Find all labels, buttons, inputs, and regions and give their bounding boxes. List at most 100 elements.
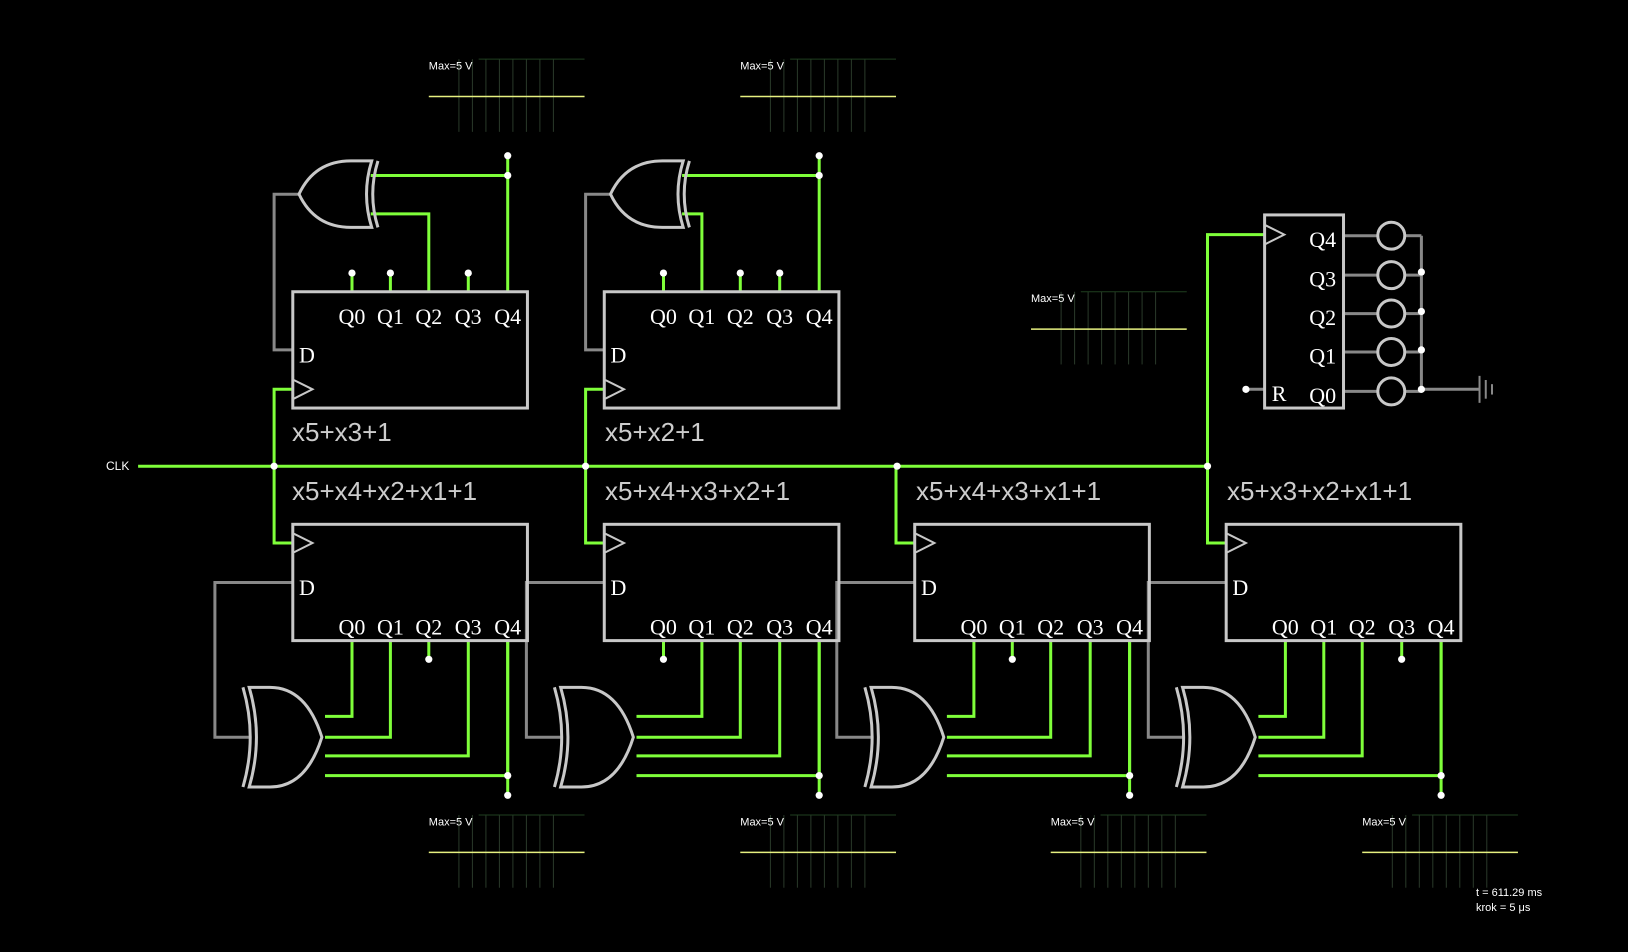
scope-max-label: Max=5 V <box>429 816 473 828</box>
xor-gate <box>1180 685 1257 789</box>
junction-dot <box>1417 268 1425 276</box>
junction-dot <box>1417 385 1425 393</box>
junction-dot <box>893 462 901 470</box>
pin-q2: Q2 <box>1037 614 1064 639</box>
xor-gate <box>247 685 324 789</box>
pin-q2: Q2 <box>415 304 442 329</box>
tap-to-gate <box>636 640 742 739</box>
junction-dot <box>1398 655 1406 663</box>
register-polynomial-6: x5+x3+x2+x1+1 <box>1227 476 1412 506</box>
xor-gate-back <box>552 686 564 788</box>
pin-q0: Q0 <box>650 614 677 639</box>
pin-q2: Q2 <box>1349 614 1376 639</box>
xor-gate <box>297 159 374 229</box>
pin-q0: Q0 <box>339 304 366 329</box>
tap-to-gate <box>1258 640 1364 758</box>
pin-q4: Q4 <box>1116 614 1143 639</box>
junction-dot <box>504 791 512 799</box>
feedback-wire <box>213 581 293 739</box>
led-indicator <box>1376 336 1407 367</box>
pin-q2: Q2 <box>1309 305 1336 330</box>
clock-branch <box>584 466 605 545</box>
pin-q4: Q4 <box>806 304 833 329</box>
junction-dot <box>1008 655 1016 663</box>
junction-dot <box>1242 385 1250 393</box>
xor-gate-back <box>863 686 874 788</box>
feedback-wire <box>835 581 915 739</box>
pin-d: D <box>299 342 315 367</box>
clock-branch <box>584 387 605 467</box>
scope-max-label: Max=5 V <box>1362 816 1406 828</box>
feedback-wire <box>1146 581 1227 739</box>
register-polynomial-3: x5+x4+x2+x1+1 <box>292 476 477 506</box>
pin-q4: Q4 <box>494 614 521 639</box>
shift-register <box>602 290 841 410</box>
junction-dot <box>659 269 668 277</box>
clock-input-triangle <box>293 532 315 554</box>
scope-4: Max=5 V <box>428 814 585 888</box>
register-polynomial-4: x5+x4+x3+x2+1 <box>605 476 790 506</box>
pin-q1: Q1 <box>688 304 715 329</box>
scope-3: Max=5 V <box>1030 291 1187 365</box>
junction-dot <box>504 152 512 160</box>
junction-dot <box>1126 791 1134 799</box>
tap-to-gate <box>1258 640 1287 718</box>
junction-dot <box>425 655 433 663</box>
xor-gate-back <box>1174 686 1186 788</box>
scope-7: Max=5 V <box>1362 814 1518 888</box>
scope-max-label: Max=5 V <box>1051 816 1095 828</box>
pin-q1: Q1 <box>1309 343 1336 368</box>
clock-input-triangle <box>915 532 937 554</box>
junction-dot <box>776 269 784 277</box>
xor-gate <box>869 685 946 789</box>
pin-q0: Q0 <box>339 614 366 639</box>
clock-input-triangle <box>293 379 315 400</box>
junction-dot <box>386 269 394 277</box>
junction-dots <box>270 152 1445 799</box>
pin-q1: Q1 <box>999 614 1026 639</box>
clock-input-triangle <box>1265 224 1287 245</box>
pin-q4: Q4 <box>806 614 833 639</box>
junction-dot <box>1437 791 1445 799</box>
shift-register <box>602 522 841 643</box>
pin-q1: Q1 <box>377 304 404 329</box>
shift-register <box>291 522 529 643</box>
tap-to-gate <box>636 640 782 758</box>
tap-to-gate <box>946 640 1053 739</box>
clock-label: CLK <box>106 459 129 473</box>
step-readout: krok = 5 μs <box>1476 902 1531 914</box>
pin-q1: Q1 <box>1310 614 1337 639</box>
pin-q3: Q3 <box>1309 267 1336 292</box>
pin-q3: Q3 <box>455 304 482 329</box>
junction-dot <box>815 791 823 799</box>
clock-branch <box>894 466 915 545</box>
junction-dot <box>504 771 512 780</box>
feedback-wire <box>524 581 605 739</box>
pin-q1: Q1 <box>377 614 404 639</box>
junction-dot <box>348 269 356 277</box>
shift-register <box>1224 522 1463 643</box>
tap-to-gate <box>325 640 470 758</box>
register-polynomial-1: x5+x3+1 <box>292 417 392 447</box>
register-polynomial-2: x5+x2+1 <box>605 417 705 447</box>
pin-q0: Q0 <box>960 614 987 639</box>
pin-q0: Q0 <box>650 304 677 329</box>
tap-to-gate <box>946 640 1092 758</box>
xor-gate-back <box>241 686 252 788</box>
xor-gate <box>558 685 635 789</box>
scope-max-label: Max=5 V <box>740 61 784 73</box>
clock-branch <box>272 387 293 467</box>
clock-branch <box>1206 233 1265 467</box>
counter-register <box>1263 213 1346 410</box>
junction-dot <box>504 171 512 180</box>
xor-gate <box>608 159 686 229</box>
tap-to-gate <box>370 212 431 292</box>
junction-dot <box>1417 346 1425 354</box>
time-readout: t = 611.29 ms <box>1476 887 1543 899</box>
pin-q4: Q4 <box>494 304 521 329</box>
junction-dot <box>1126 771 1134 780</box>
pin-q0: Q0 <box>1272 614 1299 639</box>
led-indicator <box>1376 220 1407 251</box>
